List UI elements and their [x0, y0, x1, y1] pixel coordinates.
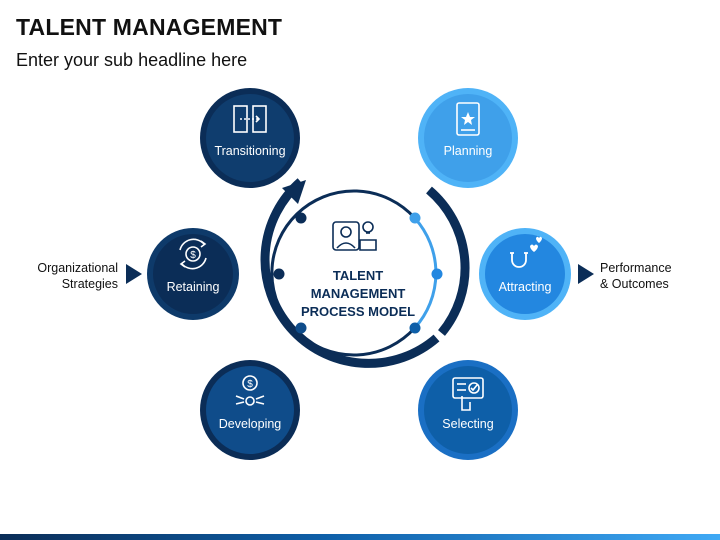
output-label-line2: & Outcomes — [600, 277, 669, 291]
talent-person-bulb-icon — [332, 221, 377, 251]
bottom-accent-bar — [0, 534, 720, 540]
page-subtitle: Enter your sub headline here — [16, 50, 248, 70]
svg-text:$: $ — [247, 379, 253, 390]
node-retaining-label: Retaining — [167, 280, 220, 294]
node-developing[interactable]: $ Developing — [200, 360, 300, 460]
center-line3: PROCESS MODEL — [301, 304, 415, 319]
input-label: Organizational Strategies — [8, 260, 118, 292]
center-line2: MANAGEMENT — [311, 286, 406, 301]
left-input-arrow — [126, 264, 142, 284]
ring-dot — [409, 322, 421, 334]
node-retaining[interactable]: $ Retaining — [147, 228, 239, 320]
node-attracting-label: Attracting — [499, 280, 552, 294]
svg-text:$: $ — [190, 250, 196, 261]
node-selecting[interactable]: Selecting — [418, 360, 518, 460]
input-label-line1: Organizational — [37, 261, 118, 275]
input-label-line2: Strategies — [61, 277, 118, 291]
ring-dot — [431, 268, 443, 280]
outer-arc-left — [260, 178, 440, 368]
node-transitioning-label: Transitioning — [214, 144, 285, 158]
dollar-gear-icon: $ — [235, 375, 265, 406]
hand-select-icon — [452, 377, 484, 411]
page-title: TALENT MANAGEMENT — [16, 14, 283, 40]
magnet-hearts-icon — [510, 236, 542, 268]
output-label: Performance & Outcomes — [600, 260, 710, 292]
dollar-cycle-icon: $ — [179, 238, 207, 270]
node-attracting[interactable]: Attracting — [479, 228, 571, 320]
node-planning-label: Planning — [444, 144, 493, 158]
node-selecting-label: Selecting — [442, 417, 493, 431]
outer-arc-right — [426, 186, 470, 336]
node-transitioning[interactable]: Transitioning — [200, 88, 300, 188]
right-output-arrow — [578, 264, 594, 284]
inner-ring-dark — [270, 189, 417, 357]
ring-dot — [409, 212, 421, 224]
door-exit-icon — [233, 105, 267, 133]
node-developing-label: Developing — [219, 417, 282, 431]
ring-dot — [273, 268, 285, 280]
output-label-line1: Performance — [600, 261, 672, 275]
ring-dot — [295, 212, 307, 224]
ring-dot — [295, 322, 307, 334]
center-line1: TALENT — [333, 268, 383, 283]
outer-arrowhead — [282, 180, 306, 204]
node-planning[interactable]: Planning — [418, 88, 518, 188]
mobile-plan-icon — [456, 102, 480, 136]
